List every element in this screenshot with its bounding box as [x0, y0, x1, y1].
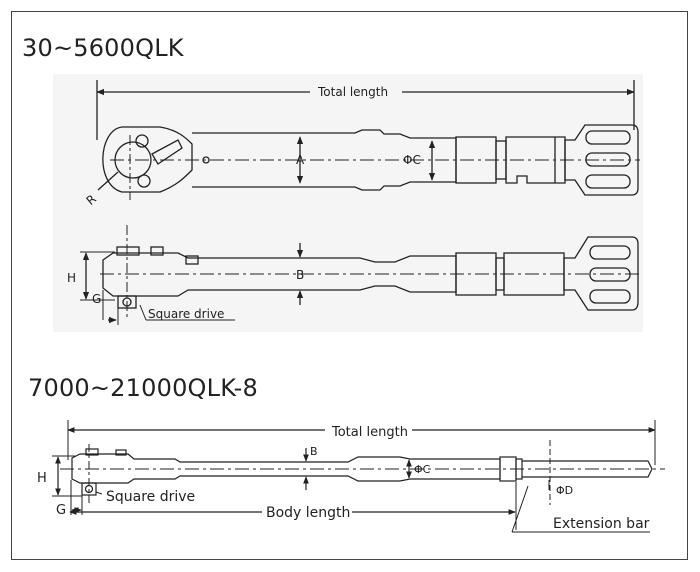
- s2-label-b: B: [310, 445, 318, 458]
- s1-label-a: A: [296, 153, 305, 167]
- s1-label-b: B: [296, 268, 304, 282]
- handle-end: [564, 124, 639, 196]
- section1-top-view: [96, 80, 640, 200]
- s2-head-cap: [85, 448, 99, 456]
- s2-extension-leader: [511, 485, 529, 533]
- reverse-lever: [151, 139, 183, 165]
- s2-head-lever: [115, 449, 127, 456]
- side-slot-3: [589, 289, 631, 304]
- radius-leader: [97, 171, 119, 191]
- s2-total-length: Total length: [331, 425, 408, 440]
- side-collar: [185, 255, 199, 265]
- side-lever: [150, 246, 164, 256]
- pawl-hole-bottom: [137, 174, 151, 188]
- section2-title: 7000~21000QLK-8: [28, 374, 258, 402]
- handle-slot-3: [585, 174, 631, 189]
- pawl-hole-top: [135, 134, 149, 148]
- s2-label-phi-d: ΦD: [556, 484, 573, 497]
- side-head-cap: [116, 246, 140, 256]
- s2-label-h: H: [37, 471, 47, 486]
- s2-body-length: Body length: [266, 505, 350, 521]
- s1-label-g: G: [92, 292, 101, 306]
- handle-slot-1: [585, 130, 631, 145]
- s1-square-drive: Square drive: [148, 307, 224, 321]
- side-handle-end: [563, 236, 639, 311]
- s2-extension-bar: [522, 460, 653, 478]
- section1-side-view: [80, 225, 640, 325]
- s1-total-length: Total length: [317, 85, 388, 99]
- section1-drawing-panel: [53, 74, 643, 332]
- s2-label-phi-c: ΦC: [414, 463, 431, 476]
- s1-label-phi-c: ΦC: [403, 153, 421, 167]
- s1-label-r: R: [84, 192, 99, 208]
- section2-view: [52, 420, 665, 533]
- side-slot-1: [589, 245, 631, 260]
- s2-label-g: G: [56, 503, 66, 518]
- s2-extension-bar: Extension bar: [553, 516, 650, 532]
- section1-title: 30~5600QLK: [22, 34, 184, 62]
- figure-frame: [11, 11, 688, 560]
- ratchet-head: [102, 126, 193, 193]
- s1-label-h: H: [67, 271, 76, 285]
- s2-square-drive: Square drive: [106, 489, 195, 505]
